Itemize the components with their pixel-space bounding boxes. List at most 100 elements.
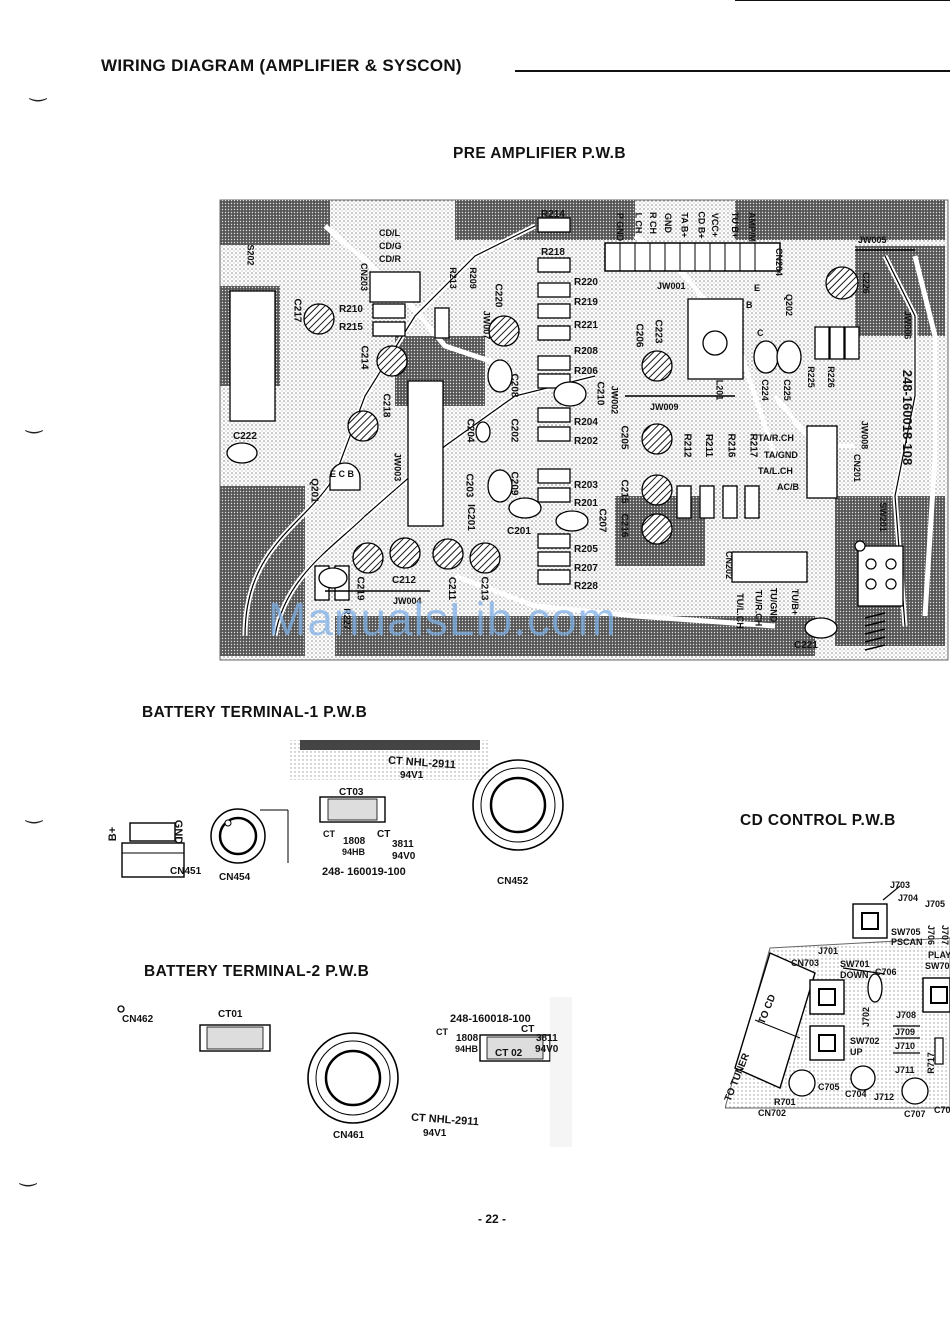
- binding-mark: ‿: [20, 1165, 37, 1187]
- label-up: UP: [850, 1047, 863, 1057]
- label-j704: J704: [898, 893, 919, 903]
- label-j701: J701: [818, 946, 839, 956]
- label-sw201: SW201: [877, 502, 888, 532]
- label-r701: R701: [774, 1097, 796, 1107]
- label-r205: R205: [574, 544, 598, 555]
- label-ct-a: CT: [323, 829, 335, 839]
- label-e: E: [754, 283, 761, 293]
- label-r219: R219: [574, 297, 598, 308]
- label-r206: R206: [574, 366, 598, 377]
- label-play: PLAY: [928, 950, 950, 960]
- label-94v1: 94V1: [400, 770, 424, 781]
- label-cn703: CN703: [791, 958, 820, 968]
- label-r202: R202: [574, 436, 598, 447]
- label-r204: R204: [574, 417, 598, 428]
- label-jw002: JW002: [609, 385, 620, 415]
- label-c218: C218: [380, 393, 392, 418]
- top-edge-rule: [735, 0, 950, 1]
- label-j712: J712: [874, 1092, 895, 1102]
- label-c209: C209: [508, 471, 520, 496]
- label-c206: C206: [633, 323, 645, 348]
- label-tu-rch: TU/R.CH: [753, 589, 764, 627]
- label-94v0: 94V0: [392, 851, 416, 862]
- label-r211: R211: [703, 433, 715, 458]
- label-r217: R217: [747, 433, 759, 458]
- binding-mark: ‿: [26, 802, 43, 824]
- cd-title: CD CONTROL P.W.B: [740, 812, 896, 829]
- label-cn202: CN202: [724, 550, 735, 580]
- label-down: DOWN: [840, 970, 869, 980]
- label-tu-lch: TU/L.CH: [734, 593, 745, 629]
- label-c704: C704: [845, 1089, 867, 1099]
- label-jw008: JW008: [859, 420, 870, 450]
- label-ta-rch: TA/R.CH: [758, 433, 794, 443]
- label-gnd: GND: [663, 213, 673, 233]
- label-cn452: CN452: [497, 876, 529, 887]
- label-r226: R226: [825, 366, 836, 388]
- label-c: C: [757, 328, 764, 338]
- label-r225: R225: [805, 366, 816, 388]
- label-94hb: 94HB: [342, 847, 366, 857]
- label-jw005: JW005: [858, 235, 887, 245]
- label-94hb-2: 94HB: [455, 1044, 479, 1054]
- label-j705: J705: [925, 899, 946, 909]
- label-jw004: JW004: [393, 596, 422, 606]
- label-ct02: CT 02: [495, 1048, 523, 1059]
- label-3811-2: 3811: [536, 1033, 558, 1044]
- bt1-title: BATTERY TERMINAL-1 P.W.B: [142, 704, 368, 721]
- label-ta-lch: TA/L.CH: [758, 466, 793, 476]
- label-c207: C207: [596, 508, 608, 533]
- label-cdb: CD B+: [696, 211, 707, 239]
- label-b-plus: B+: [107, 826, 120, 842]
- pre-amp-title: PRE AMPLIFIER P.W.B: [453, 145, 626, 162]
- label-q202: Q202: [784, 293, 795, 317]
- label-jw007: JW007: [481, 310, 492, 340]
- label-c220: C220: [492, 283, 504, 308]
- label-jw003: JW003: [392, 452, 403, 482]
- label-acb: AC/B: [777, 482, 799, 492]
- label-tu-b: TU/B+: [790, 588, 801, 616]
- label-ampm: AMP/M: [747, 212, 757, 242]
- label-pscan: PSCAN: [891, 937, 923, 947]
- label-c224: C224: [759, 379, 770, 401]
- bt1-board: [121, 740, 564, 878]
- label-cn201: CN201: [852, 453, 863, 483]
- label-c203: C203: [463, 473, 475, 498]
- label-ct01: CT01: [218, 1009, 243, 1020]
- cd-board: [725, 885, 950, 1109]
- label-ic201: IC201: [464, 504, 476, 531]
- label-c201: C201: [507, 526, 531, 537]
- label-c212: C212: [392, 575, 416, 586]
- label-cdl: CD/L: [379, 228, 400, 238]
- label-jw009: JW009: [650, 402, 679, 412]
- label-c214: C214: [358, 345, 370, 370]
- label-r209: R209: [467, 267, 478, 289]
- label-cn462: CN462: [122, 1014, 154, 1025]
- binding-mark: ‿: [30, 80, 47, 102]
- label-sw701: SW701: [840, 959, 870, 969]
- label-sw702: SW702: [850, 1036, 880, 1046]
- label-r207: R207: [574, 563, 598, 574]
- label-sw705: SW705: [891, 927, 921, 937]
- label-ecb: E C B: [330, 469, 355, 479]
- label-part-no-2: 248-160018-100: [450, 1013, 531, 1025]
- label-94v1-2: 94V1: [423, 1128, 447, 1139]
- label-94v0-2: 94V0: [535, 1044, 559, 1055]
- label-c225: C225: [781, 379, 792, 401]
- label-j710: J710: [895, 1041, 916, 1051]
- bt2-title: BATTERY TERMINAL-2 P.W.B: [144, 963, 370, 980]
- label-cdr: CD/R: [379, 254, 401, 264]
- label-r228: R228: [574, 581, 598, 592]
- label-c226: C226: [860, 272, 871, 294]
- label-cn203: CN203: [359, 262, 370, 292]
- label-r220: R220: [574, 277, 598, 288]
- page-title: WIRING DIAGRAM (AMPLIFIER & SYSCON): [101, 56, 462, 75]
- pre-amp-board: [219, 199, 949, 661]
- label-r201: R201: [574, 498, 598, 509]
- label-jw001: JW001: [657, 281, 686, 291]
- title-rule: [515, 70, 950, 72]
- watermark: ManualsLib.com: [268, 593, 617, 645]
- label-j708: J708: [896, 1010, 917, 1020]
- bt2-board: [117, 997, 572, 1147]
- page-number: - 22 -: [478, 1212, 507, 1226]
